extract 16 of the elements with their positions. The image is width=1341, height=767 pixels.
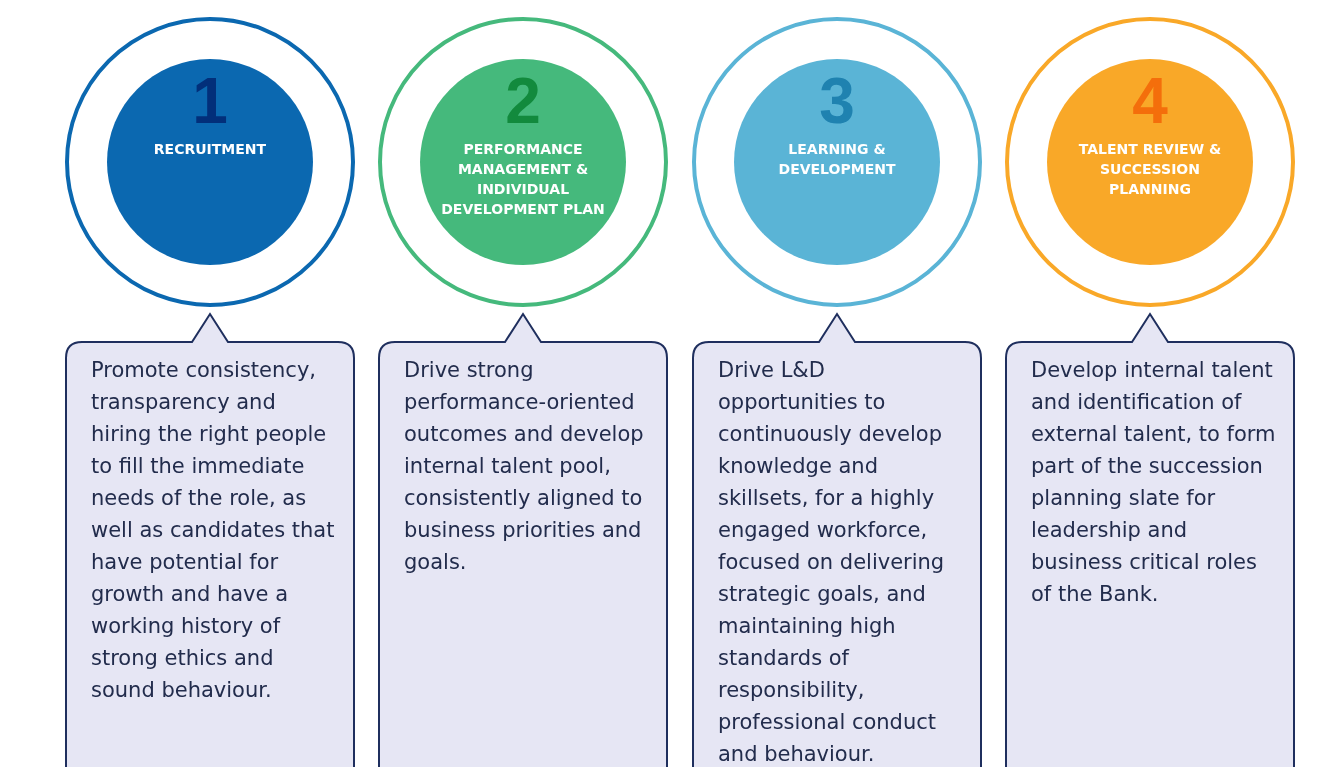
description-text: Promote consistency, transparency and hiring the right people to fill the immediate needs of the role, as well as candidates that have potential for growth and have a working history of strong ethics and sound behaviour. xyxy=(91,357,336,704)
step-number: 3 xyxy=(819,69,855,133)
step-number: 2 xyxy=(505,69,541,133)
step-number: 1 xyxy=(192,69,228,133)
callout-box xyxy=(1005,312,1295,767)
description-text: Drive L&D opportunities to continuously develop knowledge and skillsets, for a highly engaged workforce, focused on delivering strategic goals, and maintaining high standards of responsibility, professional conduct and behaviour. xyxy=(718,357,946,767)
description-text: Develop internal talent and identification of external talent, to form part of the succession planning slate for leadership and business critical roles of the Bank. xyxy=(1031,357,1277,608)
callout-box xyxy=(65,312,355,767)
step-title: LEARNING & DEVELOPMENT xyxy=(777,140,897,179)
step-number: 4 xyxy=(1132,69,1168,133)
step-title: PERFORMANCE MANAGEMENT & INDIVIDUAL DEVELOPMENT PLAN xyxy=(440,140,606,219)
callout-box xyxy=(378,312,668,767)
description-text: Drive strong performance-oriented outcomes and develop internal talent pool, consistently aligned to business priorities and goals. xyxy=(404,357,645,576)
step-title: TALENT REVIEW & SUCCESSION PLANNING xyxy=(1077,140,1223,199)
step-title: RECRUITMENT xyxy=(152,140,268,159)
callout-box xyxy=(692,312,982,767)
